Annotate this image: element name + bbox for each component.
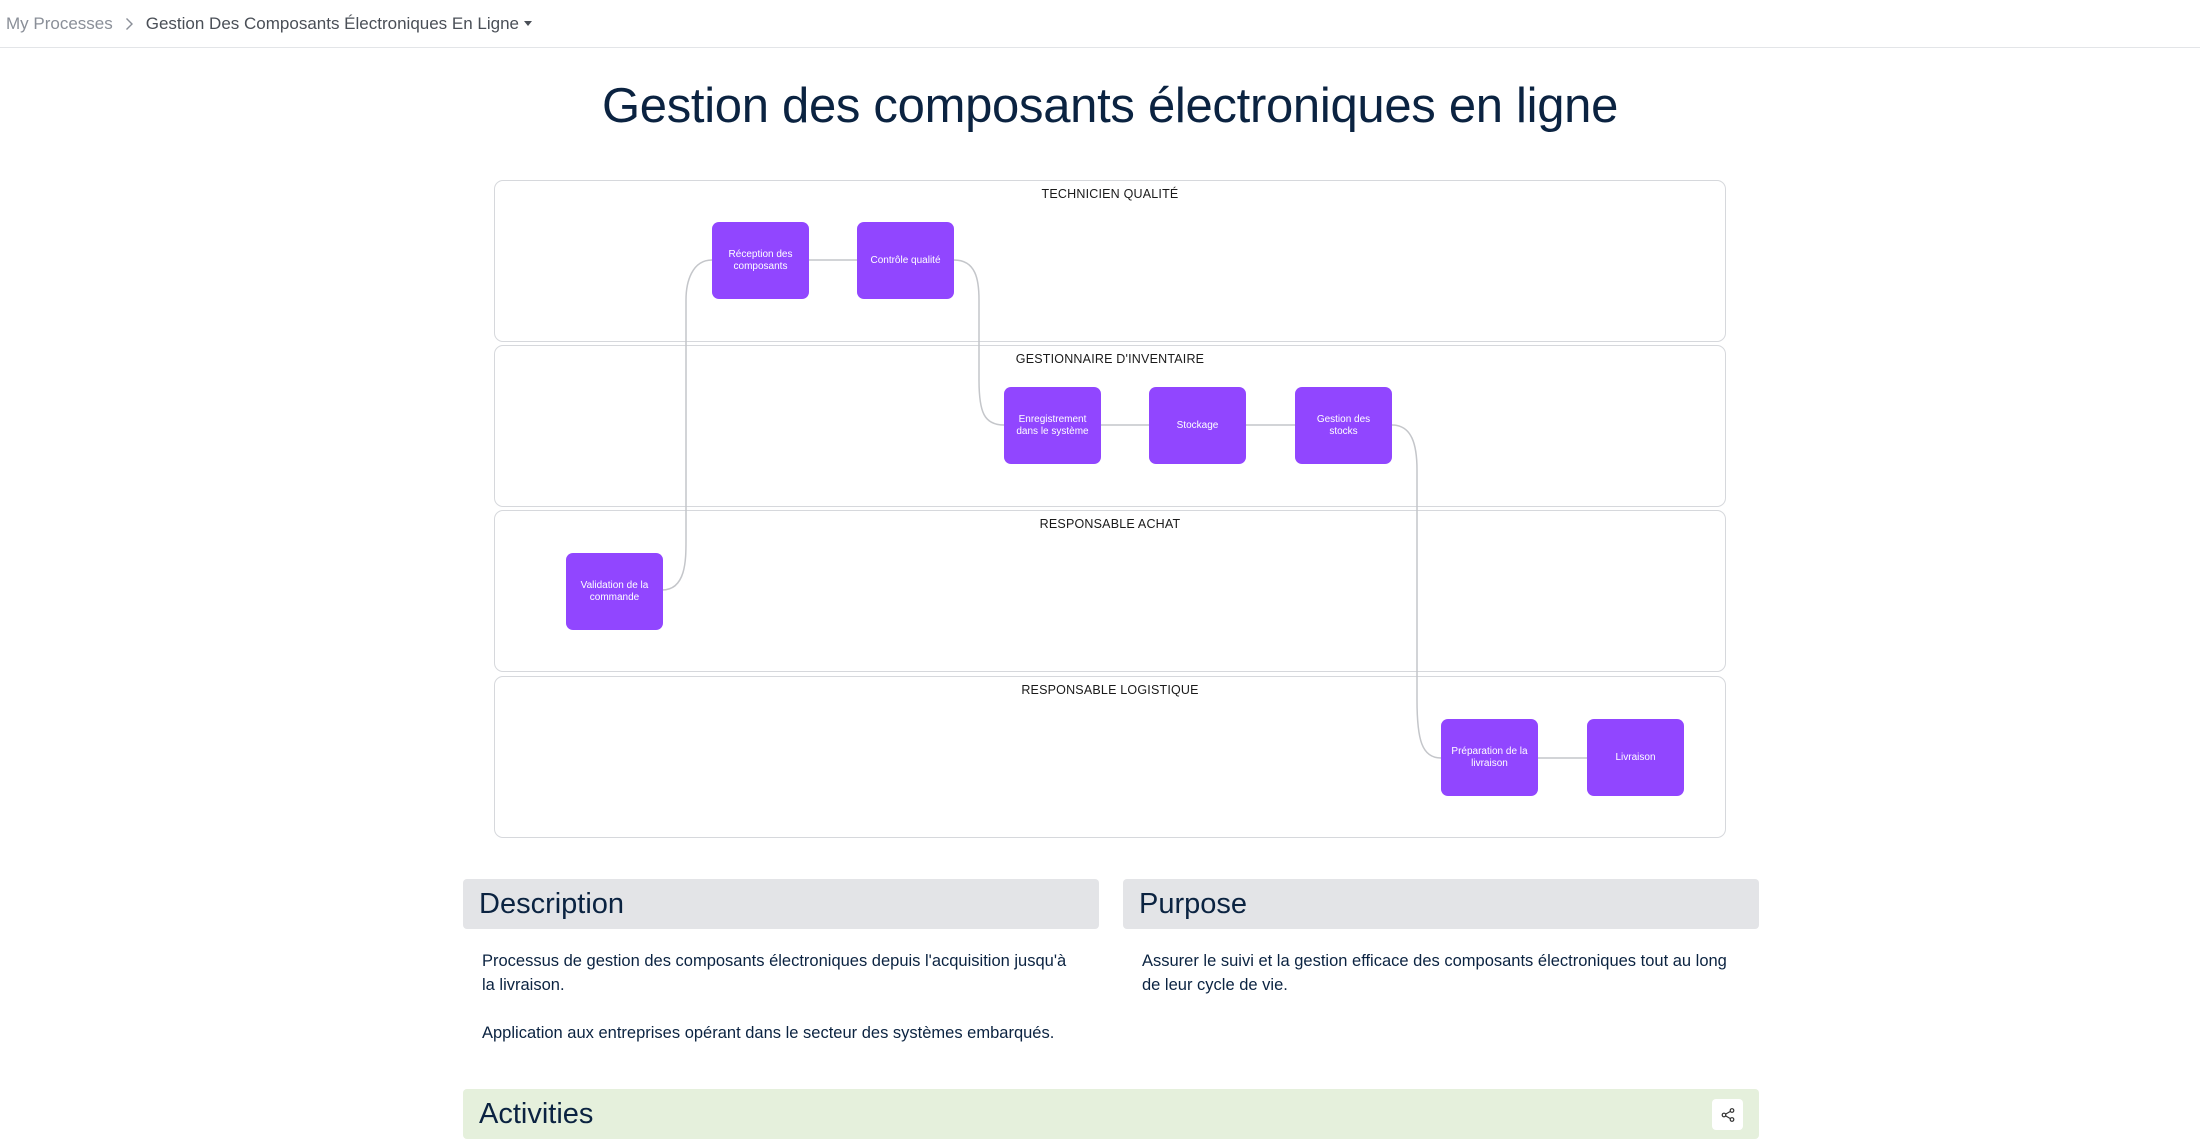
description-paragraph: Application aux entreprises opérant dans… [482,1024,1055,1042]
share-icon [1721,1107,1734,1122]
swimlane-label: RESPONSABLE LOGISTIQUE [1021,683,1199,697]
activities-header: Activities [463,1089,1759,1139]
node-preparation-livraison[interactable]: Préparation de la livraison [1441,719,1538,796]
breadcrumb-root-link[interactable]: My Processes [6,13,113,33]
breadcrumb: My Processes Gestion Des Composants Élec… [0,0,2200,48]
edge-validation-to-reception [661,259,713,591]
edge-gestion-to-preparation [1391,424,1442,759]
chevron-right-icon [125,17,134,31]
activities-heading: Activities [479,1097,594,1130]
caret-down-icon [524,21,533,26]
swimlane-responsable-achat: RESPONSABLE ACHAT [494,510,1726,672]
swimlane-label: GESTIONNAIRE D'INVENTAIRE [1015,352,1205,366]
breadcrumb-current-label: Gestion Des Composants Électroniques En … [145,13,520,33]
node-gestion-stocks[interactable]: Gestion des stocks [1295,387,1392,464]
page-title: Gestion des composants électroniques en … [601,79,1619,133]
swimlane-label: TECHNICIEN QUALITÉ [1041,187,1179,201]
node-controle-qualite[interactable]: Contrôle qualité [857,222,954,299]
description-body: Processus de gestion des composants élec… [482,949,1082,1069]
purpose-paragraph: Assurer le suivi et la gestion efficace … [1142,952,1727,994]
swimlane-label: RESPONSABLE ACHAT [1039,517,1181,531]
node-validation-commande[interactable]: Validation de la commande [566,553,663,630]
swimlane-responsable-logistique: RESPONSABLE LOGISTIQUE [494,676,1726,838]
node-enregistrement-systeme[interactable]: Enregistrement dans le système [1004,387,1101,464]
node-stockage[interactable]: Stockage [1149,387,1246,464]
swimlane-technicien-qualite: TECHNICIEN QUALITÉ [494,180,1726,342]
node-reception-composants[interactable]: Réception des composants [712,222,809,299]
node-livraison[interactable]: Livraison [1587,719,1684,796]
share-button[interactable] [1712,1099,1743,1130]
description-heading: Description [479,887,625,920]
description-paragraph: Processus de gestion des composants élec… [482,952,1067,994]
swimlane-gestionnaire-inventaire: GESTIONNAIRE D'INVENTAIRE [494,345,1726,507]
description-header: Description [463,879,1099,929]
edge-controle-to-enregistrement [953,259,1005,426]
process-selector-dropdown[interactable]: Gestion Des Composants Électroniques En … [145,13,533,34]
purpose-header: Purpose [1123,879,1759,929]
purpose-body: Assurer le suivi et la gestion efficace … [1142,949,1742,1021]
purpose-heading: Purpose [1139,887,1248,920]
